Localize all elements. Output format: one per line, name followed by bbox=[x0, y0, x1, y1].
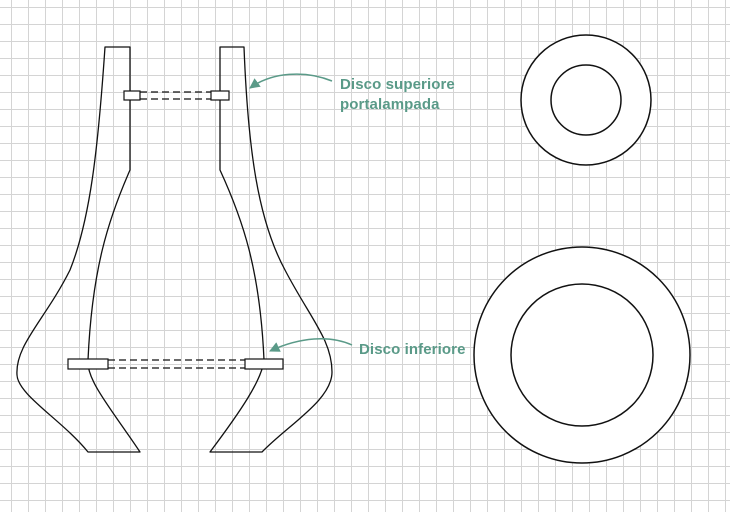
upper-disc-label-line1: Disco superiore bbox=[340, 76, 455, 93]
left-side-panel bbox=[16, 46, 141, 453]
lower-disc-side-view bbox=[67, 358, 284, 370]
upper-disc-right-tab bbox=[210, 90, 230, 101]
upper-disc-arrow bbox=[249, 73, 333, 89]
upper-disc-top-view-inner-hole bbox=[550, 64, 622, 136]
lower-disc-label: Disco inferiore bbox=[359, 341, 466, 358]
upper-disc-left-tab bbox=[123, 90, 141, 101]
upper-disc-side-view bbox=[123, 90, 230, 101]
lower-disc-right-tab bbox=[244, 358, 284, 370]
lower-disc-arrow bbox=[269, 338, 353, 352]
upper-disc-label-line2: portalampada bbox=[340, 96, 440, 113]
right-side-panel bbox=[209, 46, 333, 453]
upper-disc-label: Disco superiore portalampada bbox=[340, 75, 455, 115]
lower-disc-left-tab bbox=[67, 358, 109, 370]
lower-disc-top-view-inner-hole bbox=[510, 283, 654, 427]
